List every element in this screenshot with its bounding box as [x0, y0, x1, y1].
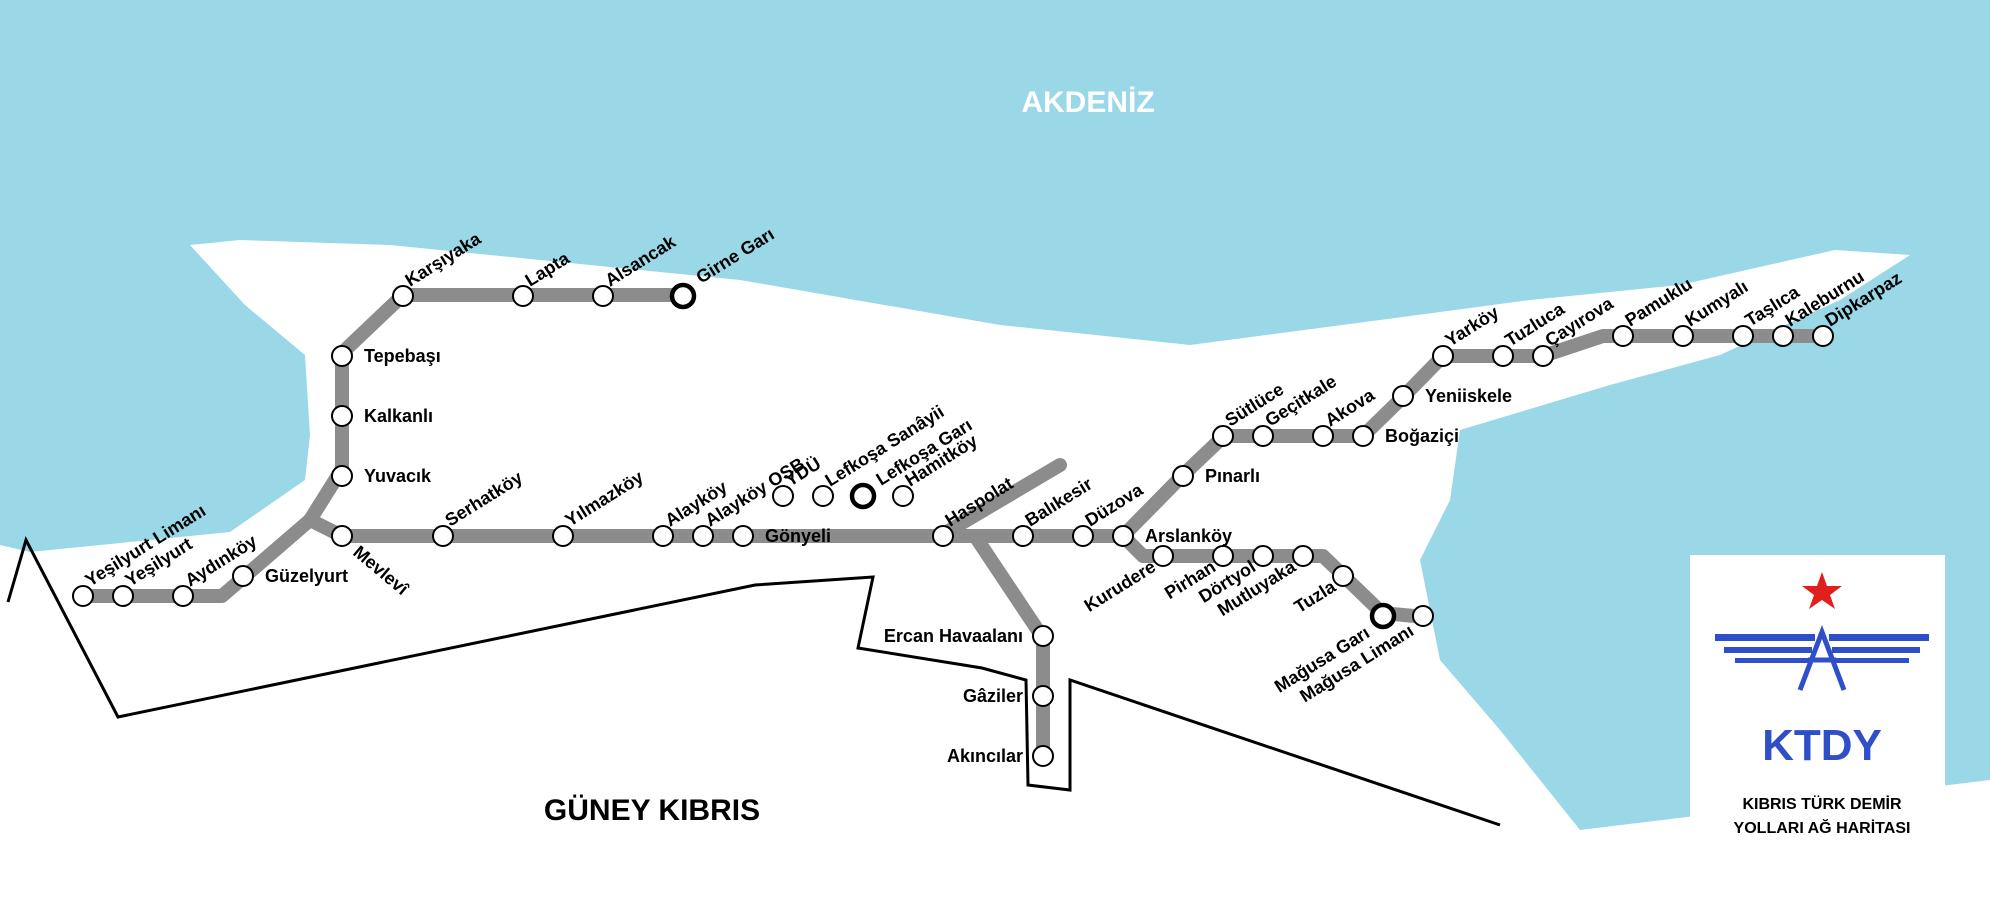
station-karsiyaka[interactable] [392, 285, 414, 307]
station-serhatkoy[interactable] [432, 525, 454, 547]
station-alaykoy[interactable] [652, 525, 674, 547]
station-girne-gari[interactable] [669, 282, 697, 310]
station-gonyeli[interactable] [732, 525, 754, 547]
station-label-ercan: Ercan Havaalanı [884, 626, 1023, 646]
station-tuzluca[interactable] [1492, 345, 1514, 367]
station-label-bogazici: Boğaziçi [1385, 426, 1459, 446]
station-label-arslankoy: Arslanköy [1145, 526, 1232, 546]
station-akincilar[interactable] [1032, 745, 1054, 767]
station-kurudere[interactable] [1152, 545, 1174, 567]
station-magusa-limani[interactable] [1412, 605, 1434, 627]
station-kalkanli[interactable] [331, 405, 353, 427]
sea-label: AKDENİZ [1021, 86, 1154, 119]
legend-title-line2: YOLLARI AĞ HARİTASI [1734, 818, 1911, 837]
station-tepebasi[interactable] [331, 345, 353, 367]
station-label-girne-gari: Girne Garı [693, 224, 778, 288]
station-kumyali[interactable] [1672, 325, 1694, 347]
green-line-border [6, 535, 1501, 827]
station-mevlevi[interactable] [331, 525, 353, 547]
station-label-pinarli: Pınarlı [1205, 466, 1260, 486]
station-dipkarpaz[interactable] [1812, 325, 1834, 347]
logo-text: KTDY [1762, 721, 1882, 770]
station-yeniiskele[interactable] [1392, 385, 1414, 407]
station-lefkosa-gari[interactable] [849, 482, 877, 510]
station-yesilyurt-limani[interactable] [72, 585, 94, 607]
station-pirhan[interactable] [1212, 545, 1234, 567]
station-arslankoy[interactable] [1112, 525, 1134, 547]
station-mutluyaka[interactable] [1292, 545, 1314, 567]
south-cyprus-label: GÜNEY KIBRIS [544, 794, 760, 827]
station-yilmazkoy[interactable] [552, 525, 574, 547]
station-kaleburnu[interactable] [1772, 325, 1794, 347]
station-hamitkoy[interactable] [892, 485, 914, 507]
station-tuzla[interactable] [1332, 565, 1354, 587]
station-ydu[interactable] [772, 485, 794, 507]
station-akova[interactable] [1312, 425, 1334, 447]
station-magusa-gari[interactable] [1369, 602, 1397, 630]
station-yuvacik[interactable] [331, 465, 353, 487]
station-label-yeniiskele: Yeniiskele [1425, 386, 1512, 406]
track-segment [968, 329, 1833, 543]
wings-icon [1715, 634, 1929, 663]
station-ercan[interactable] [1032, 625, 1054, 647]
station-label-guzelyurt: Güzelyurt [265, 566, 348, 586]
legend-box: KTDY KIBRIS TÜRK DEMİR YOLLARI AĞ HARİTA… [1690, 555, 1945, 870]
track-segment [303, 458, 1067, 543]
station-pamuklu[interactable] [1612, 325, 1634, 347]
station-bogazici[interactable] [1352, 425, 1374, 447]
legend-title-line1: KIBRIS TÜRK DEMİR [1742, 794, 1902, 813]
station-balikesir[interactable] [1012, 525, 1034, 547]
ktdy-logo-icon [1715, 572, 1929, 702]
station-label-tepebasi: Tepebaşı [364, 346, 441, 366]
station-dortyol[interactable] [1252, 545, 1274, 567]
station-haspolat[interactable] [932, 525, 954, 547]
station-lefkosa-sanayii[interactable] [812, 485, 834, 507]
rail-symbol-icon [1797, 624, 1847, 691]
station-sutluce[interactable] [1212, 425, 1234, 447]
station-aydinkoy[interactable] [172, 585, 194, 607]
station-cayirova[interactable] [1532, 345, 1554, 367]
station-yesilyurt[interactable] [112, 585, 134, 607]
station-gecitkale[interactable] [1252, 425, 1274, 447]
station-alaykoy-osb[interactable] [692, 525, 714, 547]
station-label-gonyeli: Gönyeli [765, 526, 831, 546]
station-duzova[interactable] [1072, 525, 1094, 547]
station-lapta[interactable] [512, 285, 534, 307]
star-icon [1802, 572, 1842, 609]
station-pinarli[interactable] [1172, 465, 1194, 487]
station-label-gaziler: Gâziler [963, 686, 1023, 706]
station-gaziler[interactable] [1032, 685, 1054, 707]
station-alsancak[interactable] [592, 285, 614, 307]
station-label-yuvacik: Yuvacık [364, 466, 432, 486]
legend-background [1690, 555, 1945, 870]
station-yarkoy[interactable] [1432, 345, 1454, 367]
station-label-kalkanli: Kalkanlı [364, 406, 433, 426]
track-segment [1116, 529, 1432, 624]
station-label-akincilar: Akıncılar [947, 746, 1023, 766]
station-guzelyurt[interactable] [232, 565, 254, 587]
station-taslica[interactable] [1732, 325, 1754, 347]
